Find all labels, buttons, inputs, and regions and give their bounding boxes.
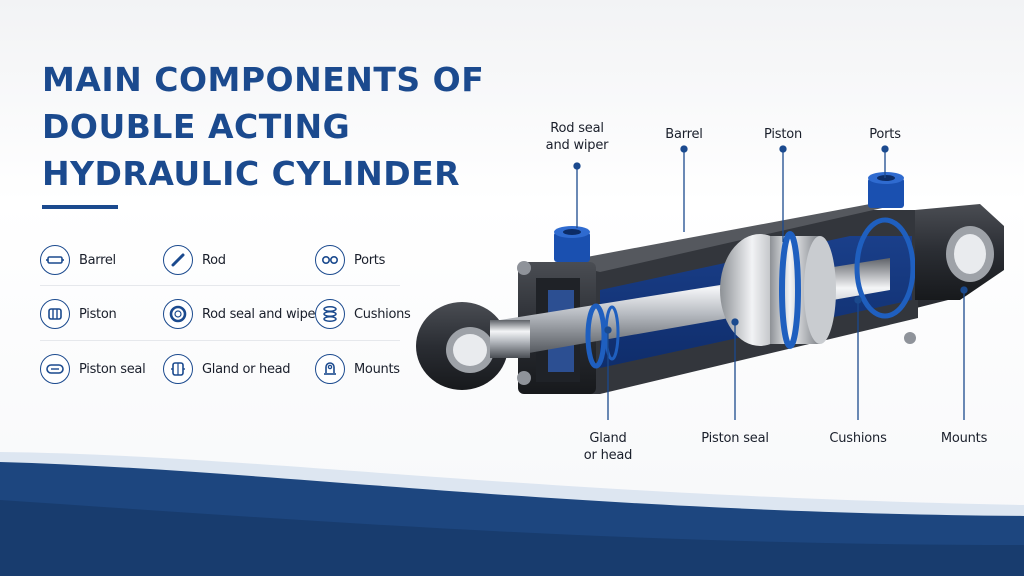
bolt bbox=[904, 332, 916, 344]
mounts-icon bbox=[315, 354, 345, 384]
rod-eye-mount bbox=[416, 302, 508, 390]
legend-divider bbox=[40, 285, 400, 286]
legend-label: Ports bbox=[354, 252, 386, 268]
bolt bbox=[517, 371, 531, 385]
callout-line: Gland bbox=[589, 431, 627, 446]
bolt bbox=[517, 261, 531, 275]
rod-icon bbox=[163, 245, 193, 275]
rod-seal-ring bbox=[585, 303, 607, 369]
cushions-icon bbox=[315, 299, 345, 329]
callout-cushions: Cushions bbox=[829, 431, 887, 446]
callout-line: Rod seal bbox=[550, 121, 604, 136]
legend-label: Cushions bbox=[354, 306, 411, 322]
legend-item-ports: Ports bbox=[315, 242, 385, 278]
port-rear bbox=[868, 172, 904, 208]
cap-eye-mount bbox=[915, 204, 1004, 300]
title-line-1: MAIN COMPONENTS OF bbox=[42, 60, 485, 99]
callout-ports: Ports bbox=[869, 127, 901, 142]
piston-icon bbox=[40, 299, 70, 329]
piston-seal-band bbox=[779, 231, 801, 349]
legend-item-mounts: Mounts bbox=[315, 351, 400, 387]
legend-item-barrel: Barrel bbox=[40, 242, 116, 278]
legend-item-piston-seal: Piston seal bbox=[40, 351, 146, 387]
rod-seal-icon bbox=[163, 299, 193, 329]
callout-line: and wiper bbox=[545, 138, 609, 153]
callout-piston-seal: Piston seal bbox=[701, 431, 769, 446]
callout-gland-head: Gland or head bbox=[578, 430, 638, 464]
legend-label: Mounts bbox=[354, 361, 400, 377]
callout-mounts: Mounts bbox=[940, 431, 988, 446]
page-title: MAIN COMPONENTS OF DOUBLE ACTING HYDRAUL… bbox=[42, 56, 502, 197]
callout-piston: Piston bbox=[763, 127, 803, 142]
legend-label: Rod seal and wiper bbox=[202, 306, 321, 322]
title-underline bbox=[42, 205, 118, 209]
gland-icon bbox=[163, 354, 193, 384]
legend-label: Piston bbox=[79, 306, 117, 322]
legend-divider bbox=[40, 340, 400, 341]
port-front bbox=[554, 226, 590, 262]
ports-icon bbox=[315, 245, 345, 275]
title-line-2: DOUBLE ACTING bbox=[42, 107, 351, 146]
legend-item-cushions: Cushions bbox=[315, 296, 411, 332]
legend-label: Rod bbox=[202, 252, 226, 268]
legend-item-rod: Rod bbox=[163, 242, 226, 278]
title-line-3: HYDRAULIC CYLINDER bbox=[42, 154, 461, 193]
legend-label: Gland or head bbox=[202, 361, 291, 377]
cushion-ring bbox=[854, 217, 916, 319]
legend-label: Piston seal bbox=[79, 361, 146, 377]
callout-barrel: Barrel bbox=[665, 127, 703, 142]
piston-seal-icon bbox=[40, 354, 70, 384]
barrel-icon bbox=[40, 245, 70, 275]
component-legend: Barrel Rod Ports Piston Rod seal and wip… bbox=[40, 240, 420, 400]
legend-item-rod-seal: Rod seal and wiper bbox=[163, 296, 321, 332]
piston bbox=[720, 231, 836, 349]
callout-rod-seal-wiper: Rod seal and wiper bbox=[540, 120, 614, 154]
legend-item-piston: Piston bbox=[40, 296, 117, 332]
legend-label: Barrel bbox=[79, 252, 116, 268]
legend-item-gland: Gland or head bbox=[163, 351, 291, 387]
callout-line: or head bbox=[583, 448, 633, 463]
